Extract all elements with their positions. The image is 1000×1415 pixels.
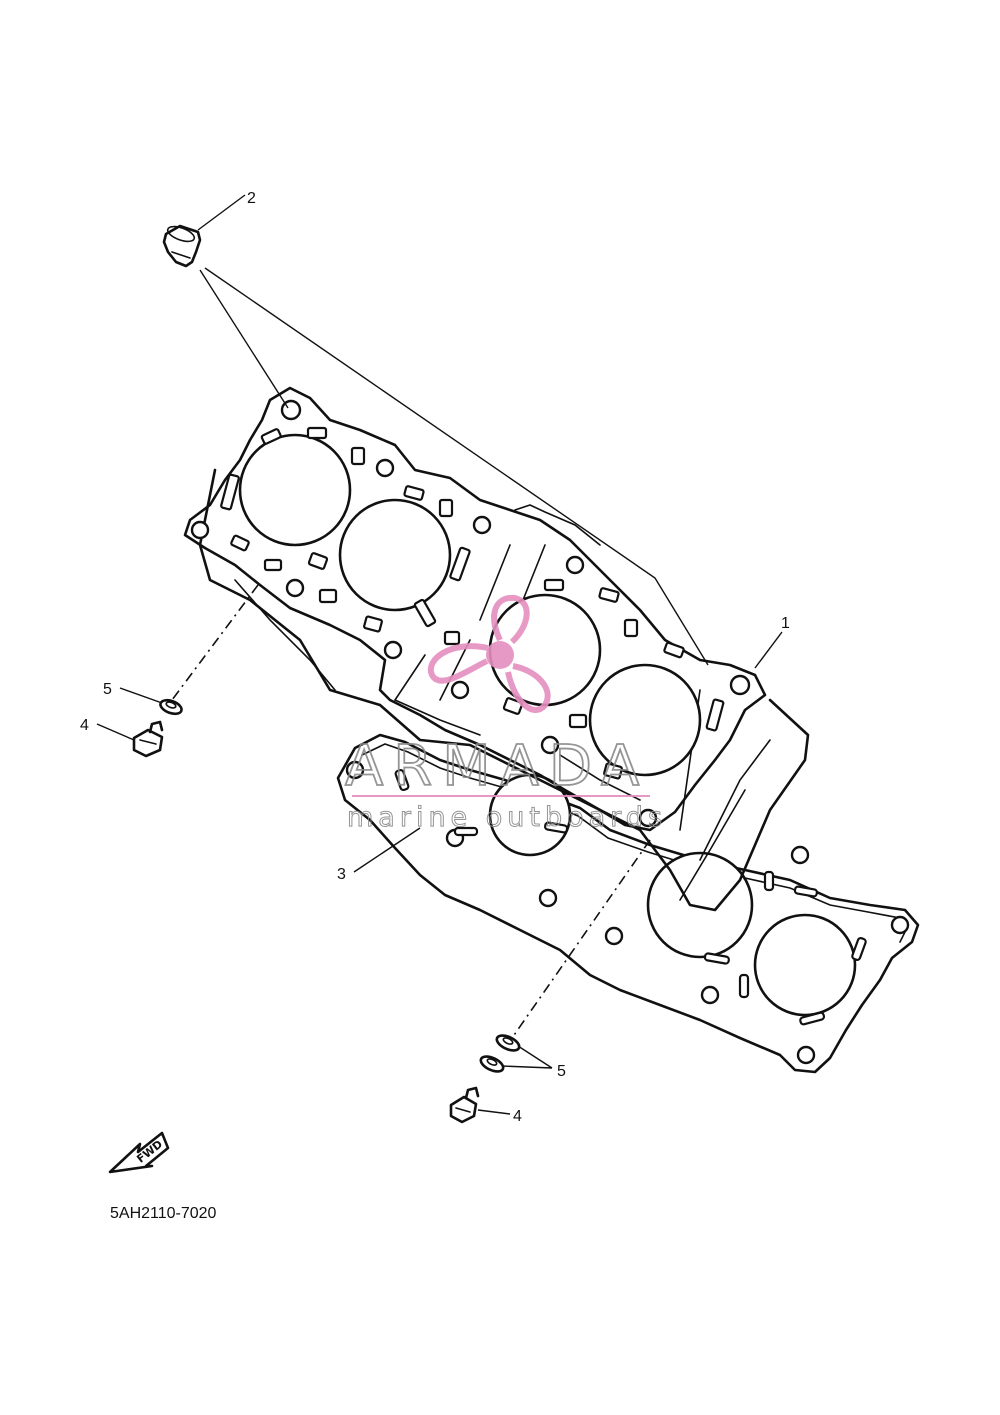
leader-5-right [501, 1045, 553, 1069]
leader-4-left [96, 723, 135, 741]
cylinder-block [183, 386, 810, 912]
part-code: 5AH2110-7020 [110, 1205, 217, 1222]
forward-arrow-icon: FWD [108, 1131, 170, 1174]
callout-5-right: 5 [557, 1063, 566, 1080]
leader-1 [754, 631, 783, 669]
assembly-line-right [511, 839, 651, 1039]
watermark-title: ARMADA [345, 734, 649, 799]
washers-right [479, 1034, 521, 1073]
leader-2 [197, 194, 246, 231]
callout-4-right: 4 [513, 1108, 522, 1125]
leader-3 [353, 827, 421, 873]
leader-4-right [477, 1109, 511, 1115]
assembly-line-left [171, 584, 259, 701]
bolt-right [449, 1086, 480, 1124]
washer-left [159, 698, 183, 716]
leader-2-to-rear-dowel [204, 267, 709, 666]
callout-5-left: 5 [103, 681, 112, 698]
callout-2: 2 [247, 190, 256, 207]
dowel-pin [162, 224, 202, 268]
leader-5-left [119, 687, 163, 704]
leader-2-to-front-dowel [199, 269, 289, 409]
watermark-subtitle: marine outboards [347, 802, 667, 833]
callout-3: 3 [337, 866, 346, 883]
callout-4-left: 4 [80, 717, 89, 734]
watermark: ARMADA marine outboards [344, 594, 667, 834]
callout-1: 1 [781, 615, 790, 632]
armada-logo-icon [427, 594, 551, 713]
bolt-left [132, 720, 164, 758]
